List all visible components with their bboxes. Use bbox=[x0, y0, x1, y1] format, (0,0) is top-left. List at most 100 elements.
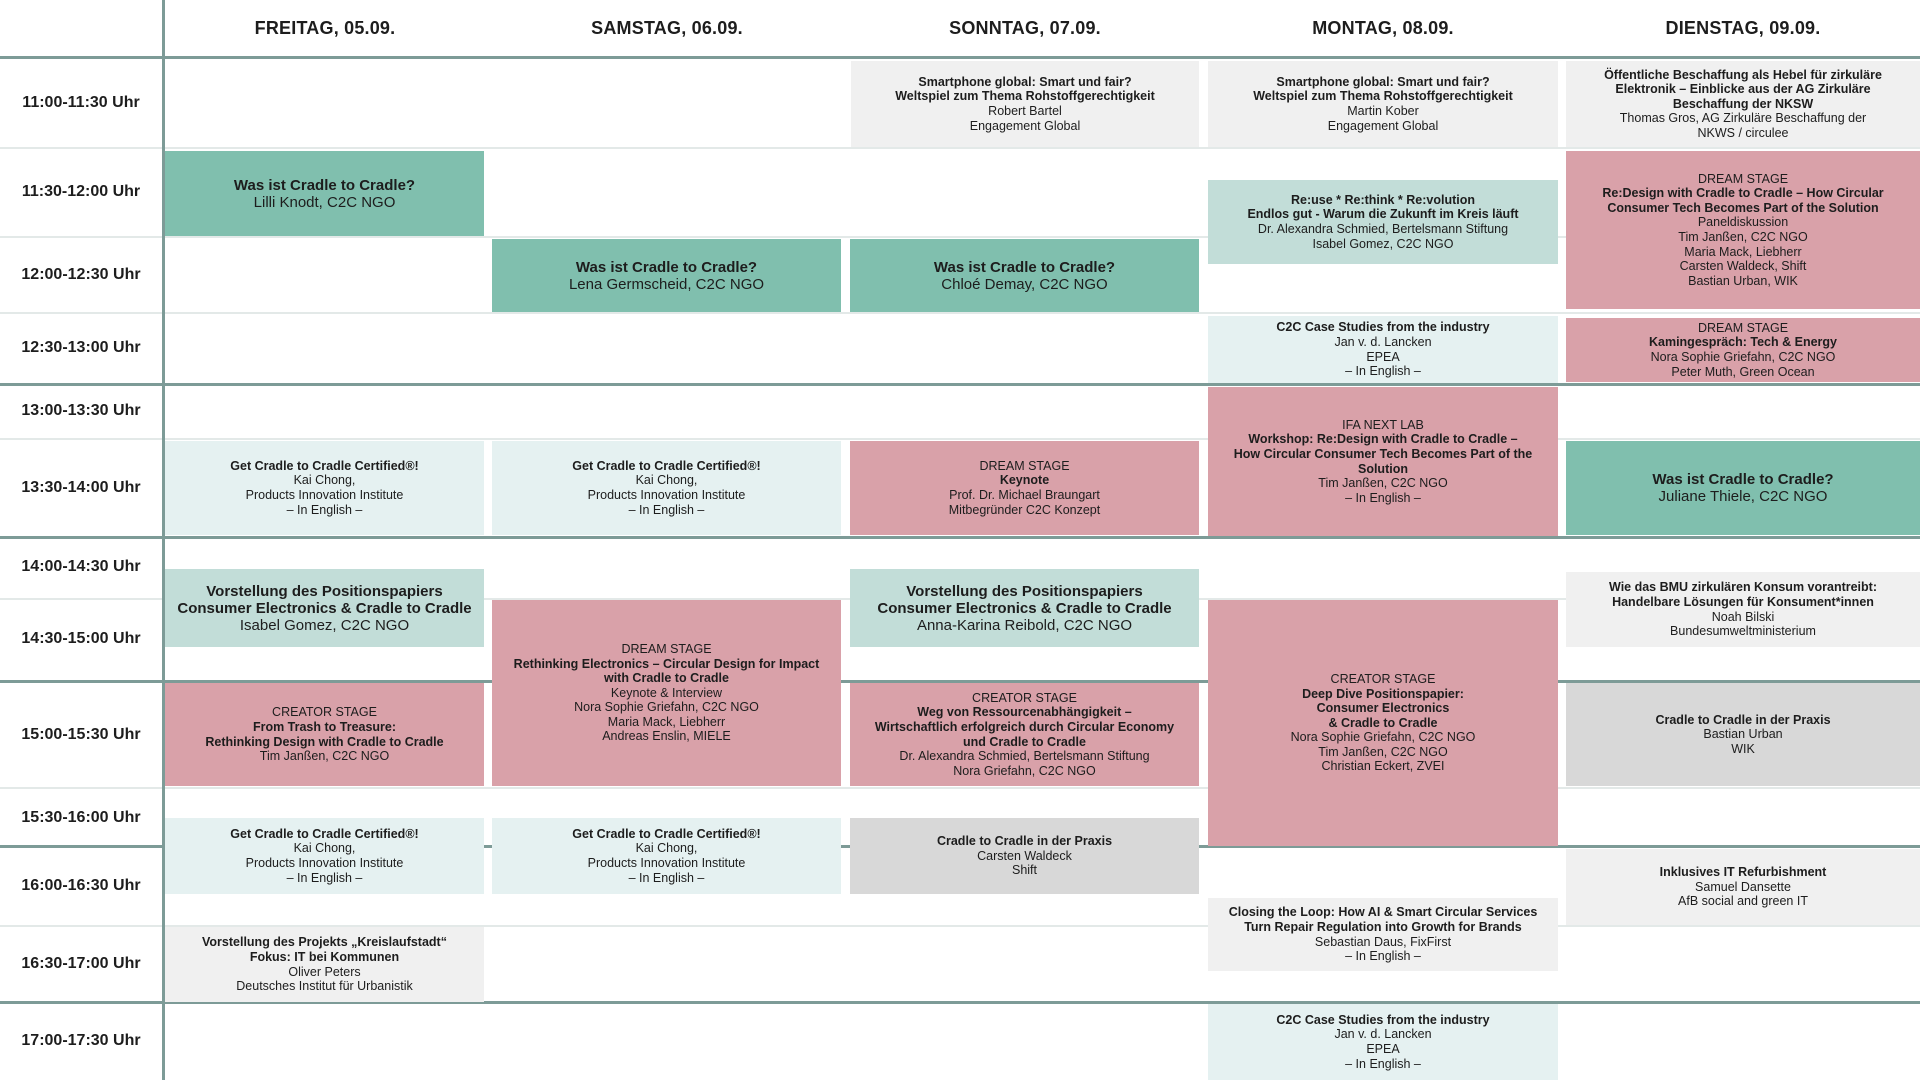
time-slot-label: 17:00-17:30 Uhr bbox=[21, 1032, 141, 1049]
session-details: Martin Kober Engagement Global bbox=[1327, 104, 1439, 133]
session-block[interactable]: Was ist Cradle to Cradle?Lena Germscheid… bbox=[492, 239, 841, 312]
day-header-tuesday: DIENSTAG, 09.09. bbox=[1665, 18, 1821, 38]
session-title: Vorstellung des Projekts „Kreislaufstadt… bbox=[202, 935, 447, 964]
time-slot-label: 13:30-14:00 Uhr bbox=[21, 479, 141, 496]
session-title: Get Cradle to Cradle Certified®! bbox=[230, 458, 419, 473]
session-title: Was ist Cradle to Cradle? bbox=[575, 258, 758, 276]
session-block[interactable]: Vorstellung des Positionspapiers Consume… bbox=[850, 569, 1199, 647]
session-title: Get Cradle to Cradle Certified®! bbox=[572, 458, 761, 473]
session-block[interactable]: Closing the Loop: How AI & Smart Circula… bbox=[1208, 898, 1558, 971]
session-details: Paneldiskussion Tim Janßen, C2C NGO Mari… bbox=[1678, 215, 1808, 288]
session-block[interactable]: Get Cradle to Cradle Certified®!Kai Chon… bbox=[492, 441, 841, 535]
session-title: Workshop: Re:Design with Cradle to Cradl… bbox=[1233, 432, 1533, 476]
session-block[interactable]: Was ist Cradle to Cradle?Chloé Demay, C2… bbox=[850, 239, 1199, 312]
session-stage: CREATOR STAGE bbox=[272, 705, 377, 720]
session-title: Keynote bbox=[999, 473, 1050, 488]
session-block[interactable]: Get Cradle to Cradle Certified®!Kai Chon… bbox=[165, 441, 484, 535]
time-slot-label: 15:30-16:00 Uhr bbox=[21, 809, 141, 826]
session-details: Tim Janßen, C2C NGO bbox=[259, 749, 390, 764]
session-title: Was ist Cradle to Cradle? bbox=[933, 258, 1116, 276]
session-title: Closing the Loop: How AI & Smart Circula… bbox=[1228, 905, 1538, 934]
session-details: Kai Chong, Products Innovation Institute… bbox=[245, 841, 404, 885]
row-divider bbox=[0, 1001, 1920, 1004]
session-title: Was ist Cradle to Cradle? bbox=[1652, 471, 1834, 488]
row-divider bbox=[0, 925, 1920, 927]
session-title: Re:Design with Cradle to Cradle – How Ci… bbox=[1602, 186, 1884, 215]
session-stage: CREATOR STAGE bbox=[1330, 671, 1436, 686]
time-column-divider bbox=[162, 0, 165, 1080]
session-title: Vorstellung des Positionspapiers Consume… bbox=[177, 582, 472, 617]
session-title: Re:use * Re:think * Re:volution Endlos g… bbox=[1247, 192, 1519, 222]
session-title: Cradle to Cradle in der Praxis bbox=[1655, 712, 1831, 727]
session-stage: CREATOR STAGE bbox=[972, 690, 1077, 705]
session-title: Get Cradle to Cradle Certified®! bbox=[572, 826, 761, 841]
session-details: Samuel Dansette AfB social and green IT bbox=[1678, 879, 1808, 909]
time-slot-label: 13:00-13:30 Uhr bbox=[21, 402, 141, 419]
row-divider bbox=[0, 312, 1920, 314]
session-title: Rethinking Electronics – Circular Design… bbox=[513, 656, 820, 686]
row-divider bbox=[0, 680, 1920, 683]
session-details: Chloé Demay, C2C NGO bbox=[941, 275, 1108, 293]
session-title: Cradle to Cradle in der Praxis bbox=[936, 834, 1113, 849]
time-slot-label: 12:30-13:00 Uhr bbox=[21, 339, 141, 356]
session-title: From Trash to Treasure: Rethinking Desig… bbox=[205, 719, 444, 749]
row-divider bbox=[0, 438, 1920, 440]
session-block[interactable]: Get Cradle to Cradle Certified®!Kai Chon… bbox=[165, 818, 484, 894]
session-details: Oliver Peters Deutsches Institut für Urb… bbox=[236, 964, 413, 994]
session-details: Sebastian Daus, FixFirst – In English – bbox=[1314, 934, 1452, 964]
session-details: Bastian Urban WIK bbox=[1703, 727, 1783, 756]
session-details: Kai Chong, Products Innovation Institute… bbox=[587, 841, 746, 885]
session-title: Get Cradle to Cradle Certified®! bbox=[230, 826, 419, 841]
session-stage: IFA NEXT LAB bbox=[1342, 417, 1424, 432]
session-block[interactable]: Re:use * Re:think * Re:volution Endlos g… bbox=[1208, 180, 1558, 264]
session-title: Was ist Cradle to Cradle? bbox=[233, 176, 416, 194]
time-slot-label: 15:00-15:30 Uhr bbox=[21, 726, 141, 743]
session-title: Smartphone global: Smart und fair? Welts… bbox=[1253, 74, 1513, 104]
session-details: Nora Sophie Griefahn, C2C NGO Peter Muth… bbox=[1650, 350, 1836, 379]
session-block[interactable]: Get Cradle to Cradle Certified®!Kai Chon… bbox=[492, 818, 841, 894]
session-details: Tim Janßen, C2C NGO – In English – bbox=[1318, 476, 1448, 505]
time-slot-label: 16:30-17:00 Uhr bbox=[21, 955, 141, 972]
session-details: Kai Chong, Products Innovation Institute… bbox=[587, 473, 746, 517]
session-details: Lilli Knodt, C2C NGO bbox=[253, 193, 396, 211]
session-title: Smartphone global: Smart und fair? Welts… bbox=[895, 74, 1155, 104]
session-block[interactable]: Wie das BMU zirkulären Konsum vorantreib… bbox=[1566, 572, 1920, 647]
session-title: Öffentliche Beschaffung als Hebel für zi… bbox=[1604, 67, 1882, 111]
time-slot-label: 11:00-11:30 Uhr bbox=[22, 94, 140, 111]
row-divider bbox=[0, 236, 1920, 238]
session-title: Kamingespräch: Tech & Energy bbox=[1648, 335, 1837, 350]
header-divider bbox=[0, 56, 1920, 59]
session-block[interactable]: Smartphone global: Smart und fair? Welts… bbox=[851, 61, 1199, 147]
session-block[interactable]: Was ist Cradle to Cradle?Juliane Thiele,… bbox=[1566, 441, 1920, 535]
session-block[interactable]: Öffentliche Beschaffung als Hebel für zi… bbox=[1566, 61, 1920, 147]
session-title: Wie das BMU zirkulären Konsum vorantreib… bbox=[1609, 580, 1877, 609]
session-stage: DREAM STAGE bbox=[621, 641, 712, 656]
session-details: Isabel Gomez, C2C NGO bbox=[239, 616, 410, 634]
session-block[interactable]: Vorstellung des Positionspapiers Consume… bbox=[165, 569, 484, 647]
session-details: Keynote & Interview Nora Sophie Griefahn… bbox=[574, 685, 759, 744]
session-details: Thomas Gros, AG Zirkuläre Beschaffung de… bbox=[1619, 111, 1867, 140]
day-header-saturday: SAMSTAG, 06.09. bbox=[591, 18, 743, 38]
session-block[interactable]: Smartphone global: Smart und fair? Welts… bbox=[1208, 61, 1558, 147]
session-block[interactable]: Was ist Cradle to Cradle?Lilli Knodt, C2… bbox=[165, 151, 484, 236]
session-block[interactable]: Vorstellung des Projekts „Kreislaufstadt… bbox=[165, 927, 484, 1002]
session-details: Robert Bartel Engagement Global bbox=[969, 104, 1081, 133]
time-slot-label: 14:00-14:30 Uhr bbox=[21, 558, 141, 575]
session-title: Weg von Ressourcenabhängigkeit – Wirtsch… bbox=[874, 705, 1175, 749]
session-details: Juliane Thiele, C2C NGO bbox=[1658, 488, 1828, 505]
time-slot-label: 11:30-12:00 Uhr bbox=[21, 183, 141, 200]
session-details: Lena Germscheid, C2C NGO bbox=[568, 275, 765, 293]
